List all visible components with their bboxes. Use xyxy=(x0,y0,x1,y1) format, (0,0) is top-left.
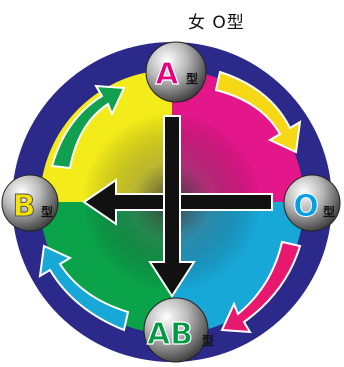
node-right-suffix: 型 xyxy=(323,204,335,219)
node-top-letter: A xyxy=(155,57,179,92)
node-right-letter: O xyxy=(293,189,319,224)
node-top-suffix: 型 xyxy=(186,71,198,86)
node-bottom-letter: AB xyxy=(147,317,193,352)
node-left-suffix: 型 xyxy=(41,204,53,219)
node-bottom-suffix: 型 xyxy=(202,333,214,348)
node-left-letter: B xyxy=(13,189,36,224)
node-top: A 型 xyxy=(146,42,206,102)
node-right: O 型 xyxy=(284,175,340,231)
node-left: B 型 xyxy=(2,175,58,231)
